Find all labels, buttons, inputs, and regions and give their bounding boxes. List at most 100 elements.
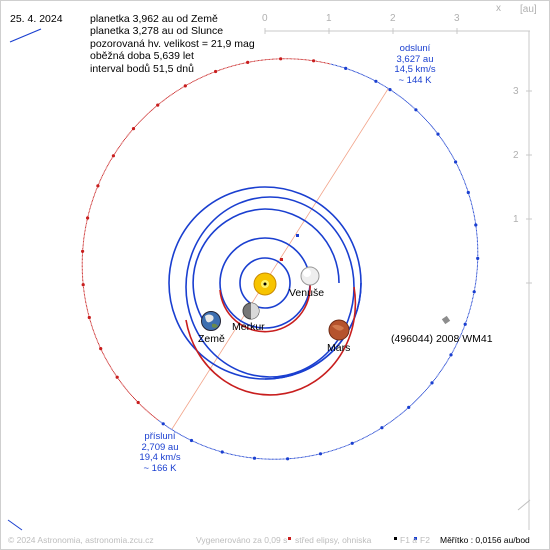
orbit-trace-dot [412,403,414,405]
orbit-trace-dot [418,112,420,114]
orbit-trace-dot [474,288,476,290]
orbit-trace-dot [92,198,94,200]
orbit-trace-dot [346,444,348,447]
orbit-trace-dot [136,123,138,126]
orbit-trace-dot [141,405,143,407]
orbit-trace-dot [207,74,209,76]
orbit-position-dot [318,452,323,456]
orbit-trace-dot [397,415,399,417]
orbit-trace-dot [468,313,470,315]
orbit-trace-dot [462,177,464,179]
orbit-trace-dot [179,88,182,90]
orbit-trace-dot [466,189,469,191]
orbit-trace-dot [193,441,195,443]
orbit-trace-dot [198,443,200,445]
orbit-trace-dot [384,424,386,426]
orbit-legend-icon [9,28,42,43]
orbit-trace-dot [124,137,126,139]
orbit-trace-dot [329,450,331,452]
orbit-trace-dot [474,284,476,286]
orbit-trace-dot [277,58,279,60]
orbit-trace-dot [168,96,170,98]
orbit-trace-dot [425,388,428,390]
orbit-trace-dot [81,264,83,266]
orbit-trace-dot [459,171,461,173]
orbit-trace-dot [333,64,335,66]
orbit-trace-dot [101,175,104,177]
orbit-trace-dot [233,454,235,456]
orbit-trace-dot [152,415,154,417]
orbit-trace-dot [473,212,475,214]
orbit-trace-dot [88,314,90,316]
orbit-trace-dot [458,168,460,170]
orbit-trace-dot [477,255,479,257]
orbit-trace-dot [462,176,464,178]
orbit-trace-dot [342,66,344,69]
orbit-trace-dot [433,380,435,382]
info-earth-distance: planetka 3,962 au od Země [90,13,218,25]
orbit-trace-dot [140,404,142,406]
orbit-trace-dot [436,375,438,377]
orbit-trace-dot [203,445,205,447]
orbit-trace-dot [411,403,413,406]
orbit-trace-dot [170,428,172,430]
orbit-trace-dot [352,70,354,72]
orbit-trace-dot [419,396,421,398]
orbit-trace-dot [476,266,478,268]
orbit-trace-dot [302,456,304,458]
orbit-trace-dot [360,73,362,75]
orbit-trace-dot [475,275,478,278]
orbit-trace-dot [309,59,311,61]
orbit-trace-dot [451,351,453,353]
orbit-trace-dot [101,176,103,178]
aphelion-info: odsluní 3,627 au 14,5 km/s ~ 144 K [380,43,450,86]
orbit-trace-dot [380,427,382,430]
orbit-trace-dot [421,394,423,396]
orbit-trace-dot [456,163,458,165]
perihelion-distance: 2,709 au [141,441,179,453]
orbit-trace-dot [83,238,85,240]
orbit-trace-dot [139,403,141,406]
orbit-trace-dot [289,458,291,460]
orbit-trace-dot [456,165,459,167]
orbit-trace-dot [82,242,84,244]
orbit-trace-dot [149,111,151,113]
orbit-trace-dot [99,346,101,348]
orbit-trace-dot [451,155,453,157]
footer-generated: Vygenerováno za 0,09 s [196,535,288,545]
orbit-trace-dot [102,173,104,175]
orbit-trace-dot [89,207,91,210]
orbit-trace-dot [178,433,180,435]
orbit-position-dot [252,456,257,460]
orbit-trace-dot [241,455,243,458]
orbit-trace-dot [126,135,128,137]
orbit-trace-dot [112,369,114,371]
orbit-trace-dot [477,246,479,248]
orbit-trace-dot [91,202,93,204]
orbit-trace-dot [164,424,166,426]
orbit-trace-dot [358,439,360,442]
orbit-trace-dot [176,90,178,92]
orbit-trace-dot [232,454,234,456]
orbit-trace-dot [106,166,108,168]
orbit-trace-dot [225,67,227,69]
orbit-trace-dot [463,180,465,182]
orbit-trace-dot [110,367,112,369]
orbit-trace-dot [476,270,478,272]
orbit-trace-dot [325,62,327,64]
orbit-trace-dot [152,108,154,110]
orbit-trace-dot [354,441,356,443]
orbit-trace-dot [444,143,446,145]
orbit-trace-dot [207,446,209,448]
orbit-trace-dot [468,311,470,313]
mars-orbit-blue [264,208,340,284]
orbit-trace-dot [88,211,90,214]
orbit-trace-dot [85,222,87,225]
orbit-trace-dot [471,203,473,206]
f1-legend-mark [394,537,397,540]
orbit-trace-dot [264,59,267,61]
orbit-trace-dot [133,127,135,129]
orbit-trace-dot [341,446,343,448]
orbit-trace-dot [341,66,343,68]
y-tick-3: 3 [513,86,519,97]
